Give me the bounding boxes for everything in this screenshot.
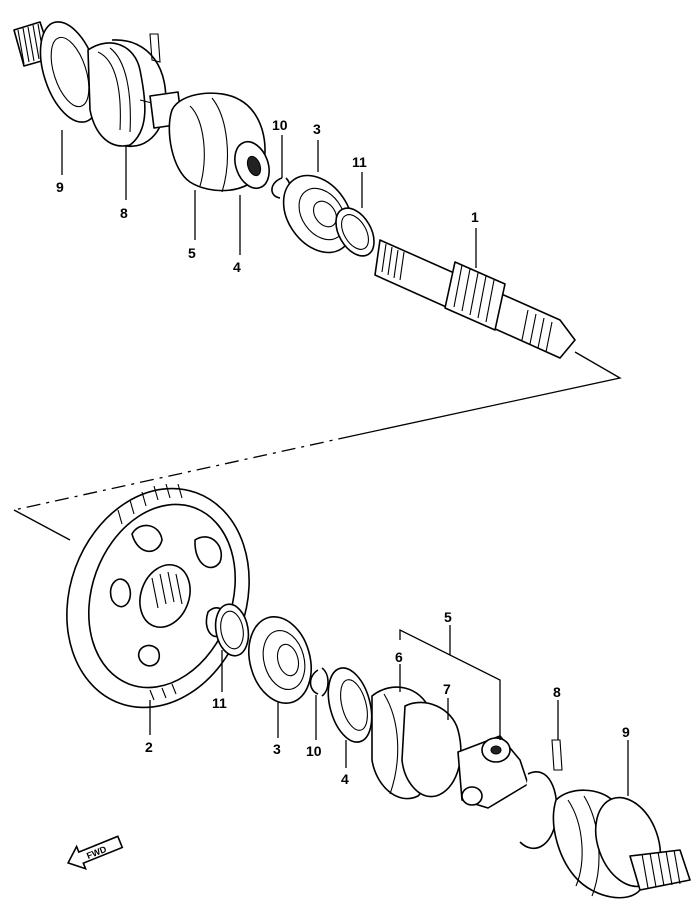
part-1-splined-shaft	[374, 239, 576, 359]
part-2-large-gear	[66, 483, 250, 709]
callout-8-bottom: 8	[553, 684, 561, 700]
callout-9-bottom: 9	[622, 724, 630, 740]
part-9-top-stub-shaft	[13, 21, 101, 123]
callout-11-bottom: 11	[212, 695, 227, 711]
part-3-top-bearing	[282, 174, 354, 254]
callout-4-top: 4	[233, 259, 241, 275]
fwd-arrow-icon: FWD	[66, 835, 124, 871]
callout-10-top: 10	[272, 117, 288, 133]
callout-6-bottom: 6	[395, 649, 403, 665]
callout-9-top: 9	[56, 179, 64, 195]
part-5-top-boot	[87, 42, 183, 147]
alignment-line	[13, 351, 622, 541]
part-7-bottom-cross-joint	[401, 701, 529, 809]
callout-3-top: 3	[313, 121, 321, 137]
part-10-bottom-snap-ring	[309, 667, 329, 697]
callout-10-bottom: 10	[306, 743, 322, 759]
part-4-bottom-joint-collar	[327, 667, 373, 743]
callout-3-bottom: 3	[273, 741, 281, 757]
part-9-bottom-boot-stub	[552, 789, 691, 899]
callout-2-bottom: 2	[145, 739, 153, 755]
callout-8-top: 8	[120, 205, 128, 221]
callout-11-top: 11	[352, 154, 367, 170]
callout-7-bottom: 7	[443, 681, 451, 697]
callout-4-bottom: 4	[341, 771, 349, 787]
part-4-top-joint-housing	[168, 92, 270, 193]
callout-1-top: 1	[471, 209, 479, 225]
part-11-bottom-circlip	[214, 603, 250, 657]
callout-5-bottom: 5	[444, 609, 452, 625]
callout-5-top: 5	[188, 245, 196, 261]
part-3-bottom-bearing	[248, 615, 312, 705]
leader-lines	[61, 130, 629, 796]
part-11-top-circlip	[335, 207, 375, 257]
